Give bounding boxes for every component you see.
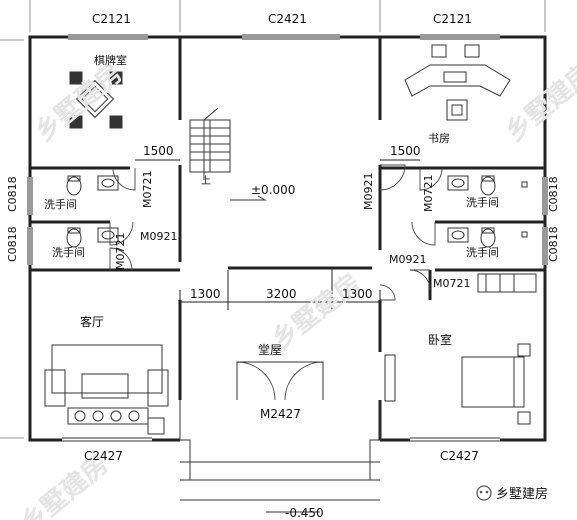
room-study: 书房 bbox=[428, 132, 450, 145]
window-label-right-upper: C0818 bbox=[547, 176, 560, 212]
door-label-bath-right-lower-a: M0921 bbox=[389, 253, 427, 266]
window-label-top-right: C2121 bbox=[433, 12, 472, 26]
window-label-top-left: C2121 bbox=[92, 12, 131, 26]
room-living-room: 客厅 bbox=[80, 314, 104, 329]
room-bedroom: 卧室 bbox=[428, 332, 452, 347]
door-label-bath-right-lower-b: M0721 bbox=[433, 277, 471, 290]
window-label-left-upper: C0818 bbox=[6, 176, 19, 212]
entrance-steps bbox=[179, 361, 381, 501]
chess-table bbox=[69, 71, 123, 129]
staircase bbox=[189, 107, 231, 180]
dim-span-left: 1300 bbox=[190, 287, 221, 301]
window-label-bottom-left: C2427 bbox=[84, 449, 123, 463]
window-label-bottom-right: C2427 bbox=[440, 449, 479, 463]
logo-text: 乡墅建房 bbox=[496, 486, 548, 502]
window-label-right-lower: C0818 bbox=[547, 226, 560, 262]
elevation-marks bbox=[230, 195, 320, 513]
elevation-outside-label: -0.450 bbox=[285, 506, 324, 520]
bath-fixtures bbox=[66, 175, 528, 248]
door-label-bath-left-lower-a: M0921 bbox=[140, 230, 178, 243]
stair-up-label: 上 bbox=[201, 175, 211, 187]
dim-span-center: 3200 bbox=[266, 287, 297, 301]
room-bath-4: 洗手间 bbox=[466, 245, 499, 259]
dimension-lines bbox=[135, 159, 420, 310]
dim-span-right: 1300 bbox=[342, 287, 373, 301]
window-label-left-lower: C0818 bbox=[6, 226, 19, 262]
room-bath-3: 洗手间 bbox=[466, 195, 499, 209]
grid-lines bbox=[0, 0, 546, 439]
watermark-text-right: 乡墅建房 bbox=[500, 58, 577, 148]
door-label-bath-left-upper: M0721 bbox=[141, 171, 154, 209]
living-sofa-set bbox=[44, 344, 169, 435]
window-symbols bbox=[27, 34, 548, 442]
dim-left-bath-offset: 1500 bbox=[143, 144, 174, 158]
door-label-bath-left-lower-b: M0721 bbox=[114, 233, 127, 271]
window-label-top-center: C2421 bbox=[268, 12, 307, 26]
room-chess-room: 棋牌室 bbox=[94, 53, 127, 67]
door-label-study-side: M0921 bbox=[362, 173, 375, 211]
study-desk bbox=[404, 44, 511, 121]
room-hall: 堂屋 bbox=[258, 343, 282, 357]
brand-logo: 乡墅建房 bbox=[476, 485, 548, 502]
door-label-main-entrance: M2427 bbox=[260, 407, 301, 421]
elevation-floor-label: ±0.000 bbox=[251, 183, 295, 197]
logo-icon bbox=[476, 485, 492, 501]
door-label-bath-right-upper: M0721 bbox=[422, 175, 435, 213]
room-bath-1: 洗手间 bbox=[44, 197, 77, 211]
door-swings bbox=[109, 164, 443, 401]
bed bbox=[384, 273, 537, 425]
dim-right-bath-offset: 1500 bbox=[390, 144, 421, 158]
interior-walls bbox=[30, 37, 545, 440]
room-bath-2: 洗手间 bbox=[52, 245, 85, 259]
